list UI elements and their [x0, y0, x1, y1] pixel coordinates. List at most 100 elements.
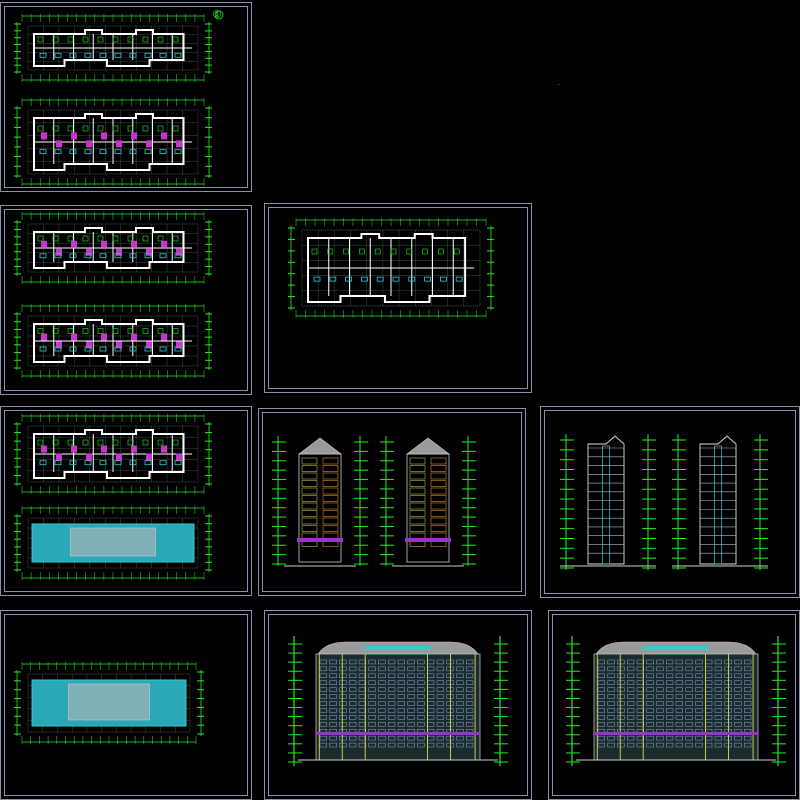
- window: [685, 708, 693, 713]
- window: [675, 701, 683, 706]
- window: [409, 525, 426, 532]
- fixture-block: [176, 453, 182, 461]
- fixture-block: [56, 248, 62, 256]
- fixture-block: [146, 248, 152, 256]
- window: [407, 735, 415, 741]
- window: [339, 701, 347, 706]
- window: [407, 694, 415, 699]
- window: [378, 735, 386, 741]
- window: [646, 701, 654, 706]
- door-swing: [142, 125, 149, 132]
- window: [368, 666, 376, 672]
- window: [349, 659, 357, 665]
- window: [322, 502, 339, 510]
- stair-hatch: [424, 276, 432, 282]
- sheet-outer-border: [540, 406, 800, 598]
- window: [329, 659, 337, 665]
- window: [607, 742, 615, 748]
- stair-hatch: [360, 276, 368, 282]
- window: [597, 722, 605, 727]
- window: [378, 722, 386, 727]
- window: [407, 680, 415, 685]
- door-swing: [142, 235, 149, 242]
- window: [646, 715, 654, 720]
- stair-hatch: [159, 52, 167, 58]
- window: [397, 722, 405, 727]
- window: [675, 742, 683, 748]
- door-swing: [97, 36, 104, 43]
- door-swing: [82, 328, 89, 334]
- window: [378, 680, 386, 685]
- window: [358, 694, 366, 699]
- window: [358, 673, 366, 679]
- window: [368, 742, 376, 748]
- sheet-inner-border: [268, 207, 528, 389]
- door-swing: [52, 125, 59, 132]
- window: [466, 694, 474, 699]
- stair-hatch: [39, 253, 47, 259]
- door-swing: [67, 235, 74, 242]
- door-swing: [37, 125, 44, 132]
- window: [734, 687, 742, 692]
- window: [666, 659, 674, 665]
- window: [734, 701, 742, 706]
- window: [744, 680, 752, 685]
- window: [456, 715, 464, 720]
- window: [407, 673, 415, 679]
- window: [388, 673, 396, 679]
- stair-hatch: [99, 253, 107, 259]
- window: [695, 708, 703, 713]
- window: [407, 701, 415, 706]
- fixture-block: [41, 240, 47, 248]
- window: [349, 701, 357, 706]
- stair-hatch: [54, 346, 62, 352]
- window: [744, 687, 752, 692]
- door-swing: [52, 439, 59, 446]
- sheet-front-elevation: [264, 610, 532, 800]
- stair-hatch: [313, 276, 321, 282]
- window: [685, 673, 693, 679]
- window: [430, 472, 447, 480]
- window: [409, 457, 426, 465]
- door-swing: [67, 328, 74, 334]
- window: [744, 701, 752, 706]
- window: [339, 742, 347, 748]
- stair-hatch: [69, 346, 77, 352]
- fixture-block: [56, 341, 62, 349]
- door-swing: [157, 235, 164, 242]
- stair-hatch: [159, 149, 167, 155]
- stair-hatch: [114, 52, 122, 58]
- window: [397, 694, 405, 699]
- window: [368, 673, 376, 679]
- window: [714, 694, 722, 699]
- window: [607, 708, 615, 713]
- window: [339, 659, 347, 665]
- window: [636, 687, 644, 692]
- stair-hatch: [159, 460, 167, 466]
- window: [675, 694, 683, 699]
- window: [714, 673, 722, 679]
- stair-hatch: [84, 149, 92, 155]
- window: [466, 715, 474, 720]
- window: [358, 687, 366, 692]
- section-outline: [587, 435, 625, 565]
- sheet-inner-border: [544, 410, 796, 594]
- door-swing: [37, 439, 44, 446]
- window: [466, 680, 474, 685]
- window: [466, 666, 474, 672]
- window: [388, 694, 396, 699]
- stair-core: [714, 445, 722, 565]
- window: [301, 517, 318, 525]
- stair-hatch: [54, 52, 62, 58]
- window: [627, 701, 635, 706]
- window: [627, 735, 635, 741]
- window: [301, 465, 318, 472]
- window: [695, 666, 703, 672]
- window: [656, 673, 664, 679]
- window: [430, 495, 447, 502]
- fixture-block: [116, 248, 122, 256]
- stair-hatch: [129, 346, 137, 352]
- door-swing: [82, 439, 89, 446]
- window: [349, 742, 357, 748]
